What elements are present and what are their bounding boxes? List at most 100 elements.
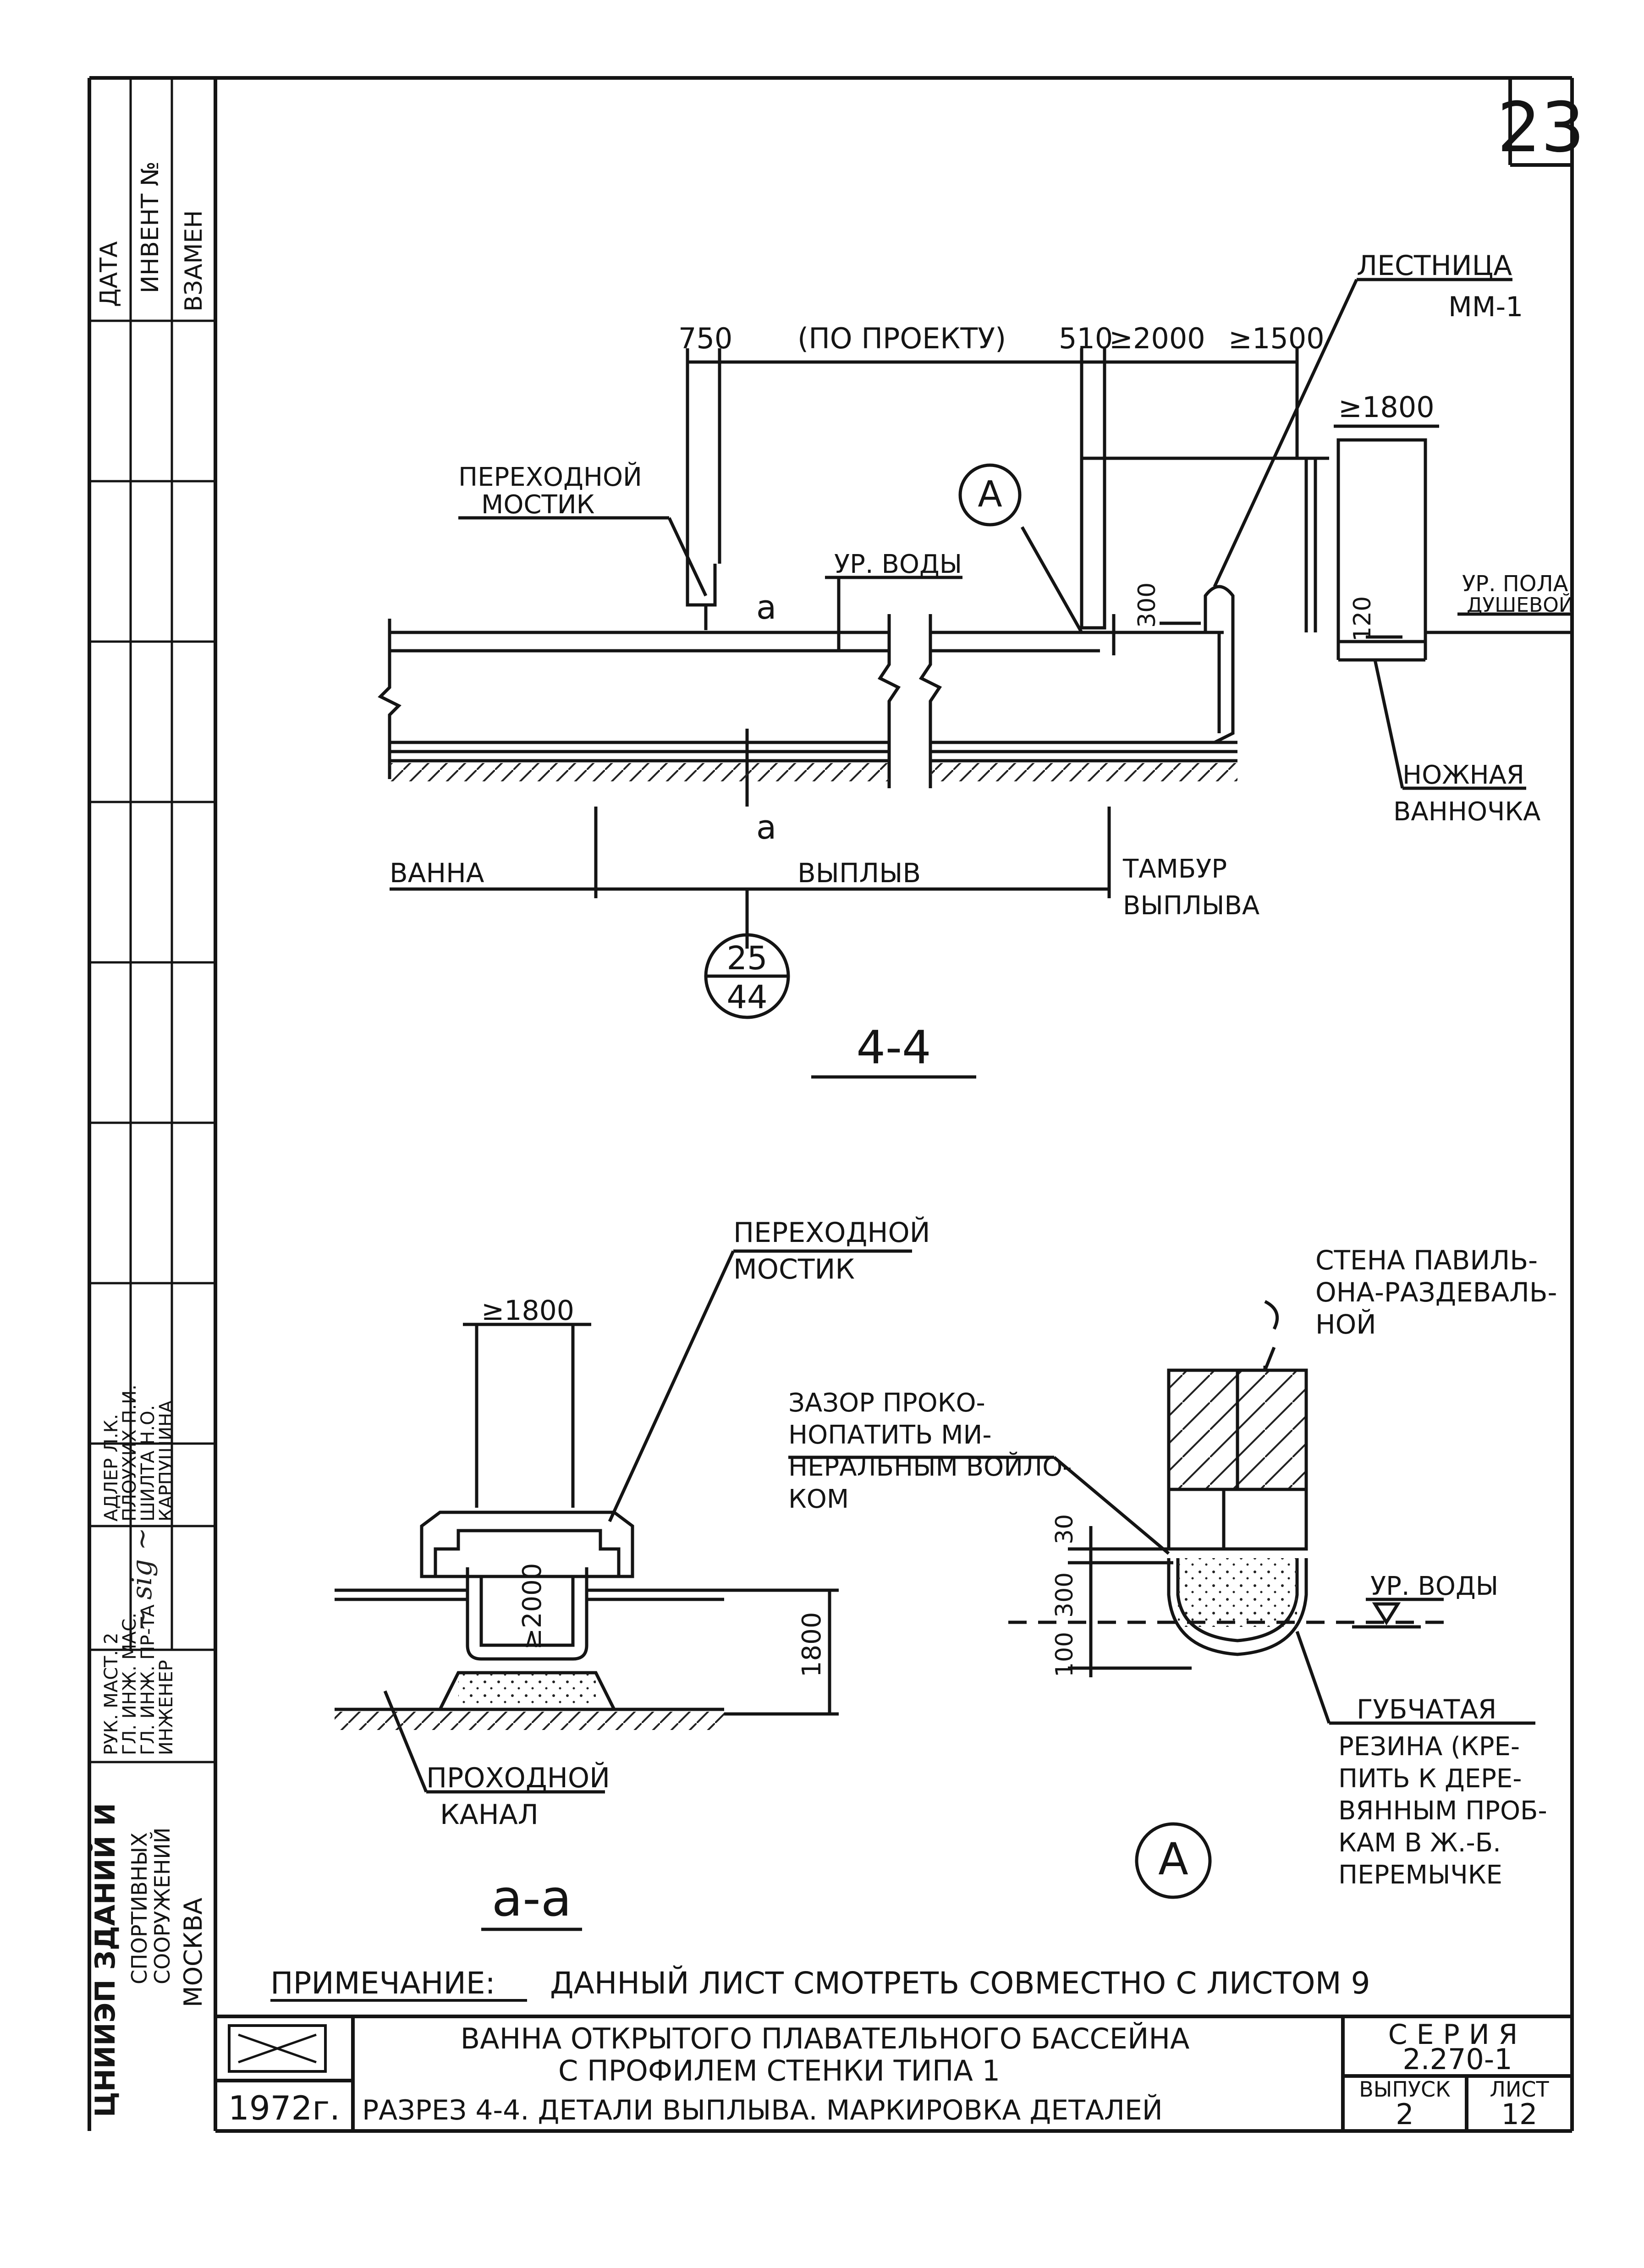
dim-300: 300	[1133, 582, 1161, 628]
strip-name-2: ПЛОУХИХ П.И.	[119, 1384, 140, 1521]
da-wall-1: СТЕНА ПАВИЛЬ-	[1315, 1245, 1538, 1276]
concrete-fill-a-a	[458, 1673, 596, 1707]
cut-a-bottom: a	[756, 808, 776, 846]
bridge-label-2: МОСТИК	[481, 490, 594, 520]
strip-inventory-label: ИНВЕНТ №	[137, 161, 164, 293]
aa-bridge-2: МОСТИК	[733, 1253, 855, 1285]
stamp-issue-value: 2	[1396, 2098, 1413, 2131]
strip-date-label: ДАТА	[95, 241, 123, 307]
stamp-sheet-label: ЛИСТ	[1490, 2077, 1549, 2102]
section-a-a-text: ≥1800 ≥2000 1800 ПЕРЕХОДНОЙ МОСТИК ПРОХО…	[426, 1216, 930, 1928]
strip-city: МОСКВА	[179, 1898, 208, 2007]
strip-name-4: КАРПУШИНА	[156, 1400, 177, 1521]
dim-750: 750	[678, 322, 732, 355]
aa-dim-1800w: ≥1800	[481, 1295, 574, 1327]
da-water-level: УР. ВОДЫ	[1370, 1571, 1498, 1601]
strip-replace-label: ВЗАМЕН	[180, 210, 208, 312]
soil-hatch-left	[390, 763, 889, 781]
stamp-sheet-value: 12	[1501, 2098, 1538, 2131]
da-rubber-4: ВЯННЫМ ПРОБ-	[1338, 1796, 1547, 1826]
strip-name-1: АДЛЕР Л.К.	[101, 1414, 122, 1521]
note-label: ПРИМЕЧАНИЕ:	[270, 1966, 495, 2001]
stamp-title-2: С ПРОФИЛЕМ СТЕНКИ ТИПА 1	[558, 2054, 1000, 2087]
foot-bath-1: НОЖНАЯ	[1402, 760, 1524, 790]
strip-name-3: ШИЛТА Н.О.	[137, 1405, 159, 1521]
aa-dim-1800h: 1800	[797, 1612, 827, 1677]
strip-org-3: СООРУЖЕНИЙ	[150, 1828, 175, 1984]
strip-role-4: ИНЖЕНЕР	[156, 1660, 177, 1755]
dim-1500: ≥1500	[1228, 322, 1325, 355]
section-4-4-title: 4-4	[856, 1021, 931, 1074]
detail-a-text: 30 300 100 СТЕНА ПАВИЛЬ- ОНА-РАЗДЕВАЛЬ- …	[788, 1245, 1557, 1890]
da-dim-100: 100	[1051, 1632, 1078, 1677]
aa-channel-2: КАНАЛ	[440, 1799, 539, 1831]
dim-2000: ≥2000	[1109, 322, 1205, 355]
section-a-a-drawing	[335, 1249, 912, 1931]
ladder-label-2: ММ-1	[1448, 291, 1523, 323]
section-a-a-title: a-a	[492, 1869, 572, 1928]
detail-a-callout: А	[1158, 1834, 1188, 1885]
da-rubber-3: ПИТЬ К ДЕРЕ-	[1338, 1764, 1522, 1794]
strip-role-1: РУК. МАСТ. 2	[101, 1633, 122, 1755]
da-gap-2: НОПАТИТЬ МИ-	[788, 1420, 992, 1450]
callout-a-top: А	[978, 474, 1002, 515]
soil-hatch-right	[930, 763, 1237, 781]
exit-vestibule-1: ТАМБУР	[1122, 854, 1227, 884]
floor-level-2: ДУШЕВОЙ	[1467, 593, 1574, 617]
felt-fill-detail-a	[1178, 1558, 1297, 1627]
ref-bottom: 44	[726, 978, 767, 1016]
section-4-4-text: 750 (ПО ПРОЕКТУ) 510 ≥2000 ≥1500 ≥1800 3…	[390, 250, 1574, 1074]
note-text: ДАННЫЙ ЛИСТ СМОТРЕТЬ СОВМЕСТНО С ЛИСТОМ …	[550, 1965, 1370, 2001]
da-gap-4: КОМ	[788, 1484, 849, 1514]
dim-510: 510	[1059, 322, 1113, 355]
foot-bath-2: ВАННОЧКА	[1393, 797, 1540, 827]
da-rubber-2: РЕЗИНА (КРЕ-	[1338, 1732, 1520, 1762]
da-rubber-6: ПЕРЕМЫЧКЕ	[1338, 1860, 1502, 1890]
exit-vestibule-2: ВЫПЛЫВА	[1123, 891, 1259, 921]
aa-dim-2000h: ≥2000	[517, 1563, 547, 1650]
strip-role-3: ГЛ. ИНЖ. ПР-ТА	[137, 1604, 159, 1755]
section-4-4-drawing	[378, 278, 1572, 1079]
da-wall-3: НОЙ	[1315, 1308, 1376, 1340]
strip-org-1: ЦНИИЭП ЗДАНИЙ И	[88, 1803, 121, 2117]
water-level-label: УР. ВОДЫ	[834, 549, 962, 579]
detail-a-drawing	[788, 1300, 1535, 1899]
left-strip	[89, 78, 215, 1763]
dim-by-project: (ПО ПРОЕКТУ)	[797, 322, 1006, 355]
bridge-label-1: ПЕРЕХОДНОЙ	[458, 462, 642, 492]
dim-1800: ≥1800	[1338, 390, 1435, 424]
ladder-label-1: ЛЕСТНИЦА	[1357, 250, 1512, 282]
strip-signatures: ~ sig ~	[126, 1527, 158, 1631]
dim-120: 120	[1349, 596, 1376, 642]
sheet-frame	[88, 76, 1574, 2133]
aa-bridge-1: ПЕРЕХОДНОЙ	[733, 1216, 930, 1249]
bath-label: ВАННА	[390, 857, 484, 889]
da-dim-300: 300	[1051, 1572, 1078, 1618]
stamp-title-1: ВАННА ОТКРЫТОГО ПЛАВАТЕЛЬНОГО БАССЕЙНА	[461, 2022, 1190, 2055]
stamp-series-value: 2.270-1	[1402, 2043, 1512, 2076]
stamp-issue-label: ВЫПУСК	[1359, 2077, 1451, 2102]
stamp-year: 1972г.	[228, 2089, 340, 2127]
title-block	[215, 2015, 1572, 2131]
soil-hatch-a-a	[335, 1712, 724, 1730]
floor-level-1: УР. ПОЛА	[1462, 571, 1568, 597]
stamp-sheet-title: РАЗРЕЗ 4-4. ДЕТАЛИ ВЫПЛЫВА. МАРКИРОВКА Д…	[362, 2093, 1163, 2126]
sheet-number: 23	[1497, 88, 1585, 168]
aa-channel-1: ПРОХОДНОЙ	[426, 1761, 610, 1794]
cut-a-top: a	[756, 588, 776, 626]
da-dim-30: 30	[1051, 1514, 1078, 1544]
exit-label: ВЫПЛЫВ	[797, 857, 921, 889]
stamp-series-label: СЕРИЯ	[1388, 2019, 1527, 2051]
strip-role-2: ГЛ. ИНЖ. МАС.	[119, 1613, 140, 1755]
da-rubber-1: ГУБЧАТАЯ	[1357, 1694, 1496, 1725]
strip-org-2: СПОРТИВНЫХ	[127, 1833, 152, 1984]
ref-top: 25	[726, 939, 767, 977]
da-wall-2: ОНА-РАЗДЕВАЛЬ-	[1315, 1277, 1557, 1308]
title-block-text: 1972г. ВАННА ОТКРЫТОГО ПЛАВАТЕЛЬНОГО БАС…	[228, 2019, 1549, 2131]
left-strip-text: ДАТА ИНВЕНТ № ВЗАМЕН РУК. МАСТ. 2 ГЛ. ИН…	[88, 161, 208, 2117]
da-rubber-5: КАМ В Ж.-Б.	[1338, 1828, 1501, 1858]
da-gap-3: НЕРАЛЬНЫМ ВОЙЛО-	[788, 1452, 1072, 1482]
da-gap-1: ЗАЗОР ПРОКО-	[788, 1388, 985, 1418]
note: ПРИМЕЧАНИЕ: ДАННЫЙ ЛИСТ СМОТРЕТЬ СОВМЕСТ…	[270, 1965, 1370, 2002]
